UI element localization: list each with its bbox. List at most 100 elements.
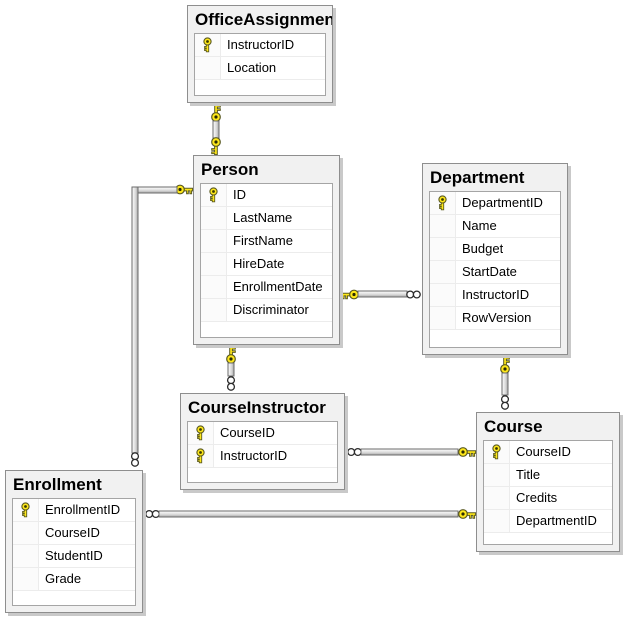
relationship-course-enrollment[interactable] <box>145 509 477 519</box>
relationship-line <box>212 120 220 139</box>
field-row[interactable]: Discriminator <box>201 299 332 322</box>
field-row[interactable]: CourseID <box>484 441 612 464</box>
field-row[interactable]: InstructorID <box>430 284 560 307</box>
field-name: FirstName <box>233 233 293 248</box>
relationship-course-courseinstructor[interactable] <box>347 447 477 457</box>
field-row[interactable]: StartDate <box>430 261 560 284</box>
field-row[interactable]: Credits <box>484 487 612 510</box>
field-row[interactable]: CourseID <box>188 422 337 445</box>
relationship-line <box>360 448 459 456</box>
field-row[interactable]: DepartmentID <box>484 510 612 533</box>
primary-key-cell <box>188 422 214 444</box>
field-grid: CourseID InstructorID <box>187 421 338 483</box>
key-endpoint-icon <box>340 289 359 300</box>
field-grid: EnrollmentID CourseID StudentID Grade <box>12 498 136 606</box>
field-row[interactable]: StudentID <box>13 545 135 568</box>
field-name: Grade <box>45 571 82 586</box>
icon-cell <box>195 57 221 79</box>
field-name: InstructorID <box>462 287 530 302</box>
field-name: CourseID <box>516 444 571 459</box>
field-name: Location <box>227 60 277 75</box>
field-row[interactable]: LastName <box>201 207 332 230</box>
table-title: Course <box>484 417 543 436</box>
field-row[interactable]: InstructorID <box>188 445 337 468</box>
primary-key-cell <box>484 441 510 463</box>
relationship-line <box>357 290 408 298</box>
relationship-line <box>227 362 235 377</box>
primary-key-icon <box>203 37 212 53</box>
field-name: CourseID <box>220 425 275 440</box>
field-row[interactable]: HireDate <box>201 253 332 276</box>
field-row[interactable]: ID <box>201 184 332 207</box>
icon-cell <box>430 215 456 237</box>
field-row[interactable]: Title <box>484 464 612 487</box>
icon-cell <box>201 253 227 275</box>
key-endpoint-icon <box>226 345 236 364</box>
icon-cell <box>430 261 456 283</box>
primary-key-cell <box>201 184 227 206</box>
field-grid: InstructorID Location <box>194 33 326 96</box>
icon-cell <box>201 299 227 321</box>
relationship-person-enrollment[interactable] <box>130 184 194 467</box>
field-row[interactable]: Grade <box>13 568 135 591</box>
infinity-endpoint-icon <box>226 376 236 391</box>
icon-cell <box>201 230 227 252</box>
field-name: EnrollmentID <box>45 502 121 517</box>
field-row[interactable]: FirstName <box>201 230 332 253</box>
field-row[interactable]: EnrollmentID <box>13 499 135 522</box>
icon-cell <box>430 307 456 329</box>
table-officeassignment[interactable]: OfficeAssignment InstructorID Location <box>187 5 333 103</box>
primary-key-cell <box>195 34 221 56</box>
field-name: StartDate <box>462 264 517 279</box>
infinity-endpoint-icon <box>406 290 421 299</box>
relationship-person-department[interactable] <box>340 289 421 300</box>
primary-key-icon <box>196 425 205 441</box>
relationship-officeassignment-person[interactable] <box>211 103 221 156</box>
primary-key-icon <box>209 187 218 203</box>
field-name: InstructorID <box>227 37 295 52</box>
relationship-department-course[interactable] <box>500 355 510 410</box>
table-title: Person <box>201 160 259 179</box>
table-title: OfficeAssignment <box>195 10 332 29</box>
field-row[interactable]: Location <box>195 57 325 80</box>
primary-key-cell <box>188 445 214 467</box>
field-name: Budget <box>462 241 504 256</box>
key-endpoint-icon <box>458 509 477 519</box>
key-endpoint-icon <box>211 137 221 156</box>
field-name: Name <box>462 218 497 233</box>
icon-cell <box>13 522 39 544</box>
field-row[interactable]: InstructorID <box>195 34 325 57</box>
field-name: CourseID <box>45 525 100 540</box>
relationship-person-courseinstructor[interactable] <box>226 345 236 391</box>
icon-cell <box>13 568 39 590</box>
field-row[interactable]: CourseID <box>13 522 135 545</box>
field-row[interactable]: DepartmentID <box>430 192 560 215</box>
icon-cell <box>430 238 456 260</box>
table-title: CourseInstructor <box>188 398 326 417</box>
field-row[interactable]: RowVersion <box>430 307 560 330</box>
field-name: InstructorID <box>220 448 288 463</box>
field-row[interactable]: Name <box>430 215 560 238</box>
field-name: Discriminator <box>233 302 309 317</box>
field-row[interactable]: Budget <box>430 238 560 261</box>
field-row[interactable]: EnrollmentDate <box>201 276 332 299</box>
field-name: StudentID <box>45 548 103 563</box>
relationship-line <box>158 510 459 518</box>
key-endpoint-icon <box>458 447 477 457</box>
field-name: EnrollmentDate <box>233 279 323 294</box>
field-name: Title <box>516 467 541 482</box>
icon-cell <box>484 487 510 509</box>
relationship-line <box>131 186 139 454</box>
icon-cell <box>430 284 456 306</box>
field-name: Credits <box>516 490 558 505</box>
field-name: RowVersion <box>462 310 532 325</box>
field-name: HireDate <box>233 256 285 271</box>
table-courseinstructor[interactable]: CourseInstructor CourseID InstructorID <box>180 393 345 490</box>
infinity-endpoint-icon <box>347 447 362 457</box>
